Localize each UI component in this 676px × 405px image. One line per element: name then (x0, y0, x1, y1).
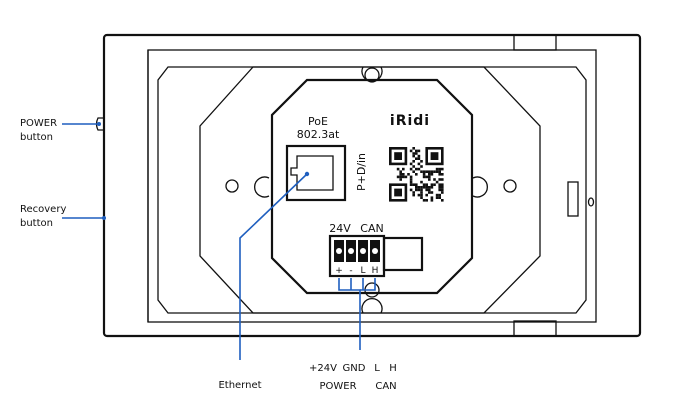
module-body (270, 67, 474, 298)
pd-in-label: P+D/in (355, 153, 368, 191)
poe-label: PoE (308, 115, 328, 128)
port-can-label: CAN (360, 222, 383, 235)
qr-code (389, 147, 444, 202)
poe-standard-label: 802.3at (297, 128, 340, 141)
device-housing (95, 33, 642, 338)
terminal-screw-head (336, 248, 342, 254)
terminal-screw-head (372, 248, 378, 254)
bottom-pin-label: GND (343, 363, 366, 374)
terminal-block (328, 234, 424, 278)
brand-logo: iRidi (390, 113, 430, 129)
bottom-pin-label: +24V (309, 363, 337, 374)
pin-label: + (335, 266, 343, 276)
bottom-group-can: CAN (375, 381, 396, 392)
recovery-button-callout (62, 216, 106, 220)
power-button-callout (62, 122, 101, 126)
power-button-label-2: button (20, 132, 53, 143)
pin-label: - (349, 266, 352, 276)
ethernet-callout (239, 171, 310, 360)
ethernet-label: Ethernet (218, 380, 261, 391)
terminal-screw-head (360, 248, 366, 254)
recovery-button-label: Recovery (20, 204, 66, 215)
terminal-screw-head (348, 248, 354, 254)
terminal-pin-labels: + - L H (335, 266, 378, 276)
recovery-button-label-2: button (20, 218, 53, 229)
power-button-label: POWER (20, 118, 57, 129)
mounting-plate (157, 66, 587, 314)
bottom-pin-label: H (389, 363, 397, 374)
pin-label: L (360, 266, 365, 276)
pin-label: H (372, 266, 379, 276)
bottom-pin-label: L (374, 363, 380, 374)
ethernet-port (285, 144, 347, 202)
bottom-group-power: POWER (319, 381, 356, 392)
terminal-callout (338, 278, 376, 350)
port-24v-label: 24V (329, 222, 351, 235)
